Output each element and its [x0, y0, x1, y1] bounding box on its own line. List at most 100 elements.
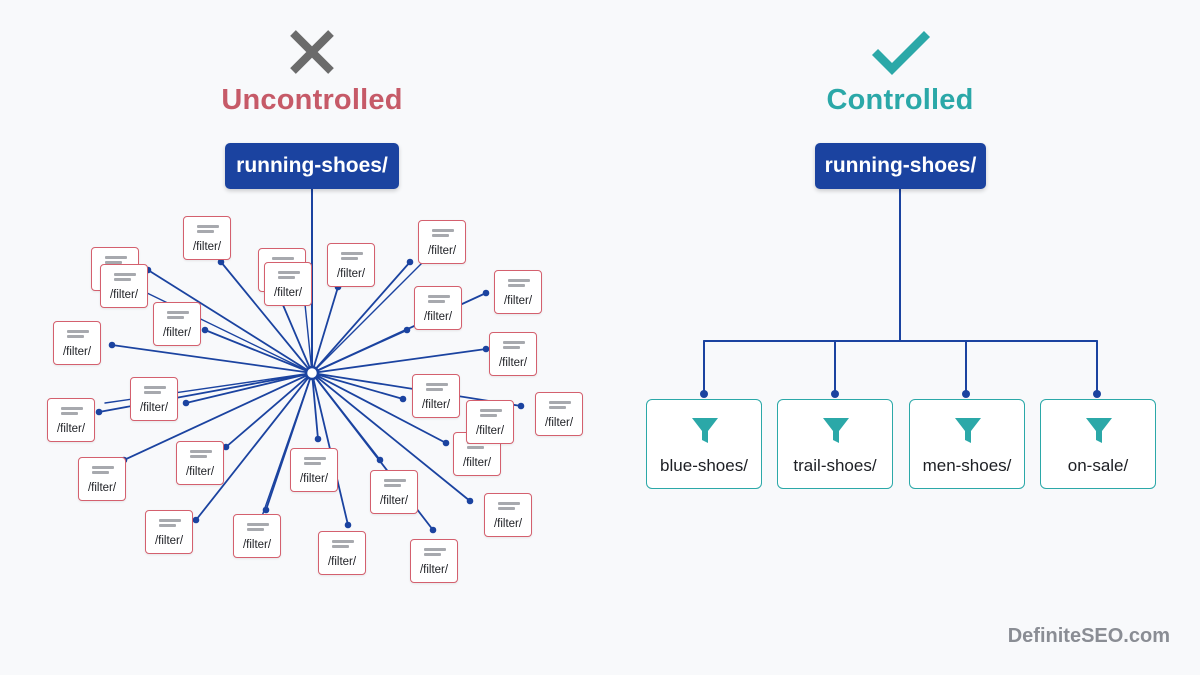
filter-page-node: /filter/ [370, 470, 418, 514]
spoke-line [204, 329, 313, 374]
spoke-end-dot [466, 497, 474, 505]
document-icon [247, 523, 269, 535]
hub-node [304, 365, 320, 381]
filter-page-node: /filter/ [176, 441, 224, 485]
spoke-line [220, 261, 313, 374]
filter-page-node: /filter/ [494, 270, 542, 314]
spoke-end-dot [406, 258, 414, 266]
filter-page-label: /filter/ [503, 295, 533, 307]
child-node-label: trail-shoes/ [793, 456, 877, 475]
filter-page-node: /filter/ [153, 302, 201, 346]
filter-page-node: /filter/ [489, 332, 537, 376]
document-icon [159, 519, 181, 531]
filter-page-node: /filter/ [130, 377, 178, 421]
document-icon [432, 229, 454, 241]
funnel-icon [1086, 418, 1112, 443]
filter-page-label: /filter/ [462, 457, 492, 469]
document-icon [503, 341, 525, 353]
tree-branch-dot [1093, 390, 1101, 398]
filter-page-label: /filter/ [87, 482, 117, 494]
funnel-icon [823, 418, 849, 443]
filter-page-node: /filter/ [410, 539, 458, 583]
filter-page-node: /filter/ [53, 321, 101, 365]
filter-page-node: /filter/ [290, 448, 338, 492]
filter-page-label: /filter/ [109, 289, 139, 301]
document-icon [341, 252, 363, 264]
spoke-end-dot [182, 399, 190, 407]
filter-page-node: /filter/ [327, 243, 375, 287]
document-icon [167, 311, 189, 323]
document-icon [144, 386, 166, 398]
spoke-end-dot [108, 341, 116, 349]
document-icon [67, 330, 89, 342]
uncontrolled-root-node: running-shoes/ [225, 143, 399, 189]
filter-page-node: /filter/ [47, 398, 95, 442]
spoke-line [311, 286, 339, 374]
spoke-line [185, 372, 313, 404]
filter-page-node: /filter/ [318, 531, 366, 575]
spoke-line [147, 269, 313, 374]
spoke-end-dot [517, 402, 525, 410]
filter-page-label: /filter/ [336, 268, 366, 280]
filter-page-label: /filter/ [423, 311, 453, 323]
document-icon [197, 225, 219, 237]
spoke-line [259, 372, 313, 523]
filter-page-node: /filter/ [100, 264, 148, 308]
filter-page-node: /filter/ [418, 220, 466, 264]
check-mark-icon [871, 30, 931, 76]
filter-page-label: /filter/ [185, 466, 215, 478]
document-icon [508, 279, 530, 291]
spoke-end-dot [429, 526, 437, 534]
funnel-icon [955, 418, 981, 443]
filter-page-label: /filter/ [493, 518, 523, 530]
filter-page-label: /filter/ [498, 357, 528, 369]
document-icon [105, 256, 127, 268]
filter-page-label: /filter/ [139, 402, 169, 414]
tree-branch-dot [831, 390, 839, 398]
filter-page-label: /filter/ [421, 399, 451, 411]
spoke-end-dot [399, 395, 407, 403]
spoke-end-dot [192, 516, 200, 524]
filter-page-label: /filter/ [56, 423, 86, 435]
document-icon [549, 401, 571, 413]
child-node-men-shoes: men-shoes/ [909, 399, 1025, 489]
controlled-root-node: running-shoes/ [815, 143, 986, 189]
brand-watermark: DefiniteSEO.com [1007, 625, 1170, 647]
document-icon [304, 457, 326, 469]
document-icon [498, 502, 520, 514]
filter-page-label: /filter/ [242, 539, 272, 551]
spoke-line [195, 372, 313, 521]
filter-page-label: /filter/ [154, 535, 184, 547]
filter-page-node: /filter/ [535, 392, 583, 436]
filter-page-node: /filter/ [264, 262, 312, 306]
spoke-line [311, 372, 471, 502]
spoke-end-dot [344, 521, 352, 529]
child-node-label: on-sale/ [1067, 456, 1129, 475]
document-icon [278, 271, 300, 283]
filter-page-label: /filter/ [299, 473, 329, 485]
filter-page-label: /filter/ [62, 346, 92, 358]
spoke-end-dot [403, 326, 411, 334]
child-node-label: men-shoes/ [922, 456, 1012, 475]
filter-page-label: /filter/ [162, 327, 192, 339]
spoke-line [225, 372, 313, 448]
filter-page-label: /filter/ [419, 564, 449, 576]
document-icon [190, 450, 212, 462]
x-mark-icon [290, 30, 334, 74]
tree-branch-dot [962, 390, 970, 398]
document-icon [384, 479, 406, 491]
filter-page-node: /filter/ [78, 457, 126, 501]
child-node-label: blue-shoes/ [660, 456, 748, 475]
funnel-icon [692, 418, 718, 443]
document-icon [114, 273, 136, 285]
filter-page-label: /filter/ [192, 241, 222, 253]
child-node-blue-shoes: blue-shoes/ [646, 399, 762, 489]
tree-branch-dot [700, 390, 708, 398]
spoke-line [279, 297, 313, 374]
spoke-line [311, 244, 441, 374]
filter-page-label: /filter/ [379, 495, 409, 507]
spoke-end-dot [482, 289, 490, 297]
document-icon [424, 548, 446, 560]
child-node-trail-shoes: trail-shoes/ [777, 399, 893, 489]
